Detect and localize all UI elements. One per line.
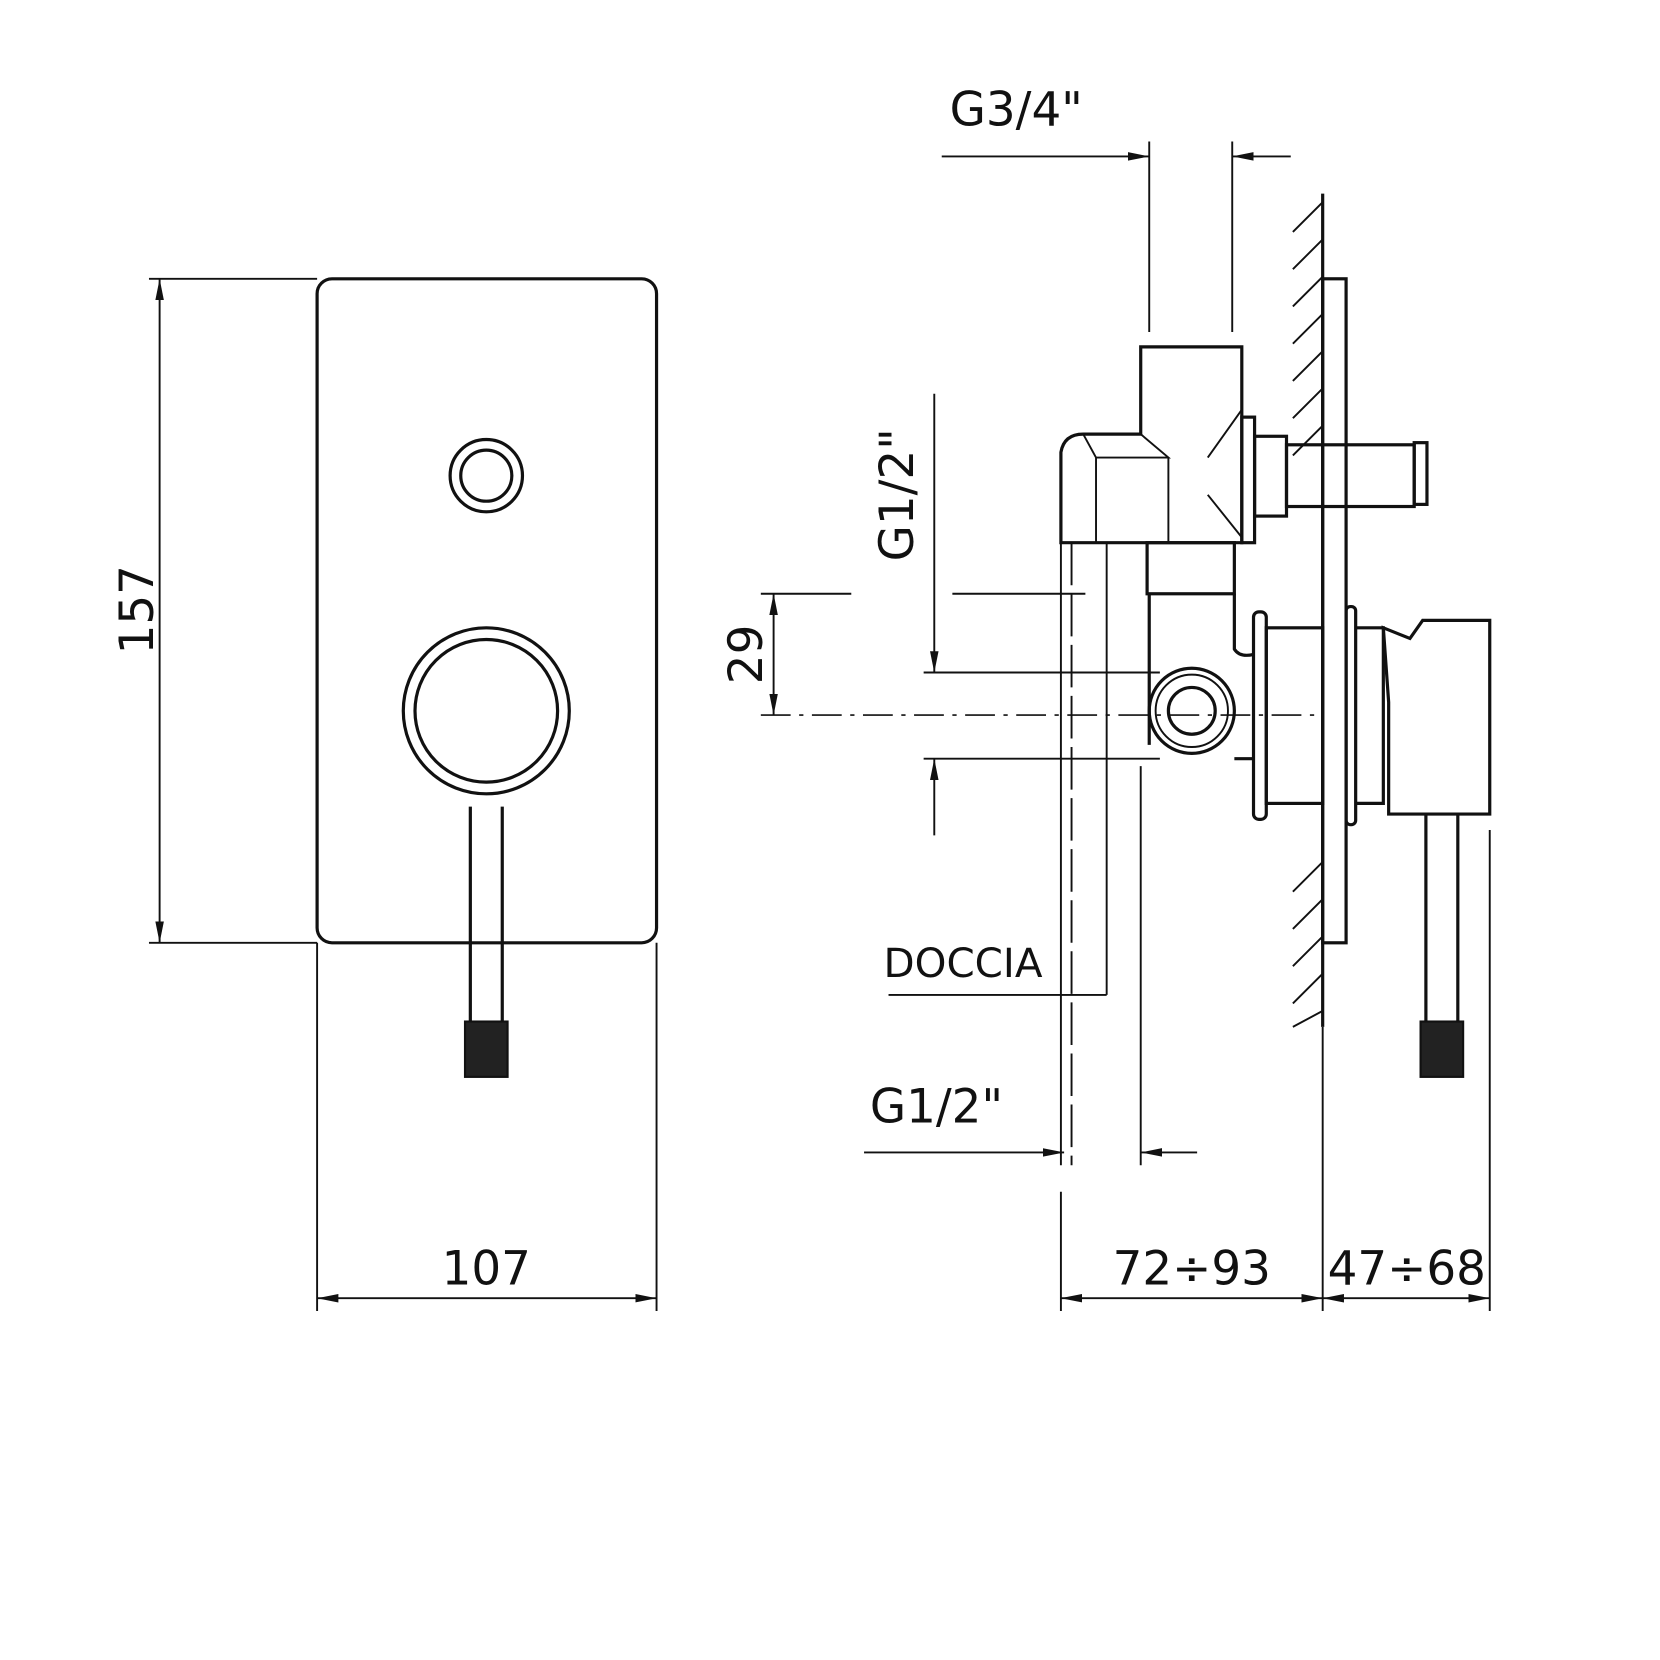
diverter-rod-tip	[1412, 441, 1429, 506]
handle-ring-outer	[401, 626, 571, 796]
diverter-rod	[1284, 443, 1416, 509]
handle-block	[1381, 618, 1492, 816]
stem-flange	[1240, 415, 1257, 545]
knurled-grip	[463, 1020, 509, 1078]
stem-collar	[1252, 434, 1289, 518]
height-dimension-label: 157	[111, 565, 165, 654]
plate-side	[1321, 277, 1348, 945]
diverter-button-inner	[459, 448, 514, 503]
cartridge-body	[1264, 626, 1325, 805]
extension-lines-height	[148, 277, 318, 944]
valve-body-edges	[1082, 409, 1243, 543]
outlet-label: DOCCIA	[884, 939, 1043, 987]
extension-lines-depth	[1059, 830, 1491, 1311]
side-connection-label: G1/2"	[871, 428, 925, 561]
wall-hatching	[1292, 201, 1324, 1028]
side-view: G3/4" G1/2" 29 DOCCIA G1/2" 72÷93 47÷68	[720, 84, 1492, 1311]
handle-collar	[1355, 626, 1385, 805]
valve-neck	[1145, 541, 1236, 596]
side-knurled-grip	[1419, 1020, 1465, 1078]
side-lever	[1424, 814, 1460, 1022]
outlet-extension-lines	[1059, 542, 1142, 1166]
wall-depth-label: 72÷93	[1113, 1242, 1271, 1296]
extension-lines-width	[316, 942, 658, 1311]
outlet-port-outer	[1147, 666, 1236, 755]
handle-ring-inner	[413, 637, 560, 784]
offset-label: 29	[720, 625, 774, 685]
outlet-connection-label: G1/2"	[870, 1081, 1003, 1135]
outlet-port-inner	[1166, 685, 1217, 736]
lever	[468, 806, 504, 1022]
projection-label: 47÷68	[1328, 1242, 1486, 1296]
extension-lines-g12	[923, 671, 1160, 760]
diverter-button-outer	[448, 437, 525, 514]
top-connection-label: G3/4"	[950, 84, 1083, 138]
handle-rosette	[1344, 604, 1358, 827]
extension-lines-g34	[1148, 141, 1234, 332]
width-dimension-label: 107	[442, 1242, 531, 1296]
cover-plate	[315, 277, 659, 945]
front-view: 157 107	[111, 277, 659, 1311]
outlet-port-thread	[1154, 673, 1229, 748]
